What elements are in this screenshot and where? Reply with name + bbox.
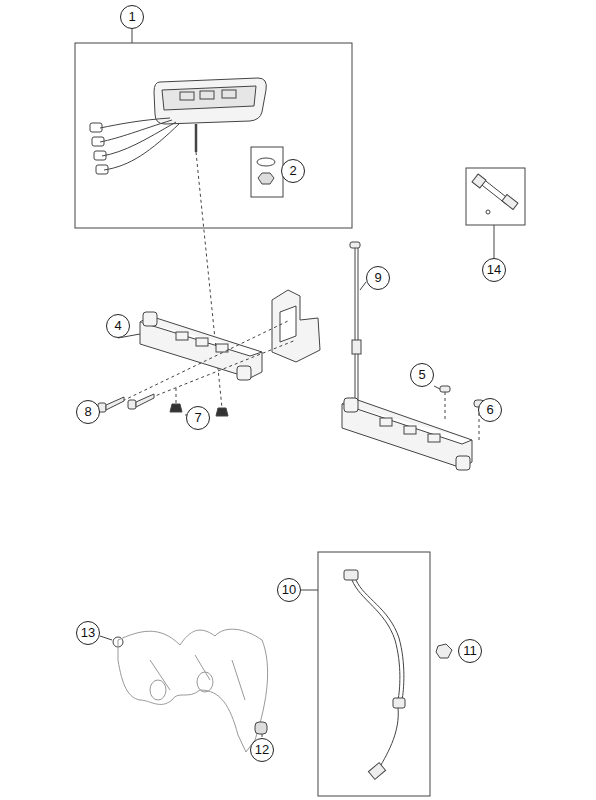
- leader-line: [360, 282, 366, 290]
- callout-number: 4: [106, 314, 130, 338]
- rod: [350, 242, 361, 400]
- callout-number: 10: [277, 578, 301, 602]
- group-box: [466, 168, 525, 225]
- leader-line: [301, 590, 318, 591]
- cable: [344, 570, 405, 779]
- callout-number: 13: [76, 621, 100, 645]
- callout-number: 12: [250, 738, 274, 762]
- callout-number: 1: [120, 5, 144, 29]
- callout-number: 6: [478, 398, 502, 422]
- lower-bracket: [342, 398, 472, 470]
- callout-number: 9: [366, 266, 390, 290]
- callout-number: 14: [482, 258, 506, 282]
- leader-line: [434, 386, 440, 389]
- group-box: [251, 147, 283, 197]
- callout-number: 11: [458, 639, 482, 663]
- group-box: [75, 43, 352, 228]
- group-box: [318, 552, 430, 796]
- leader-line: [262, 734, 263, 737]
- callout-number: 5: [410, 363, 434, 387]
- key-lock: [472, 174, 518, 214]
- callout-number: 2: [281, 159, 305, 183]
- leader-line: [494, 225, 495, 258]
- fork-bridge: [118, 629, 268, 752]
- leader-line: [100, 636, 112, 640]
- leader-line: [132, 29, 133, 43]
- callout-number: 7: [186, 406, 210, 430]
- screw: [98, 394, 154, 412]
- speedometer: [90, 78, 266, 174]
- callout-number: 8: [76, 400, 100, 424]
